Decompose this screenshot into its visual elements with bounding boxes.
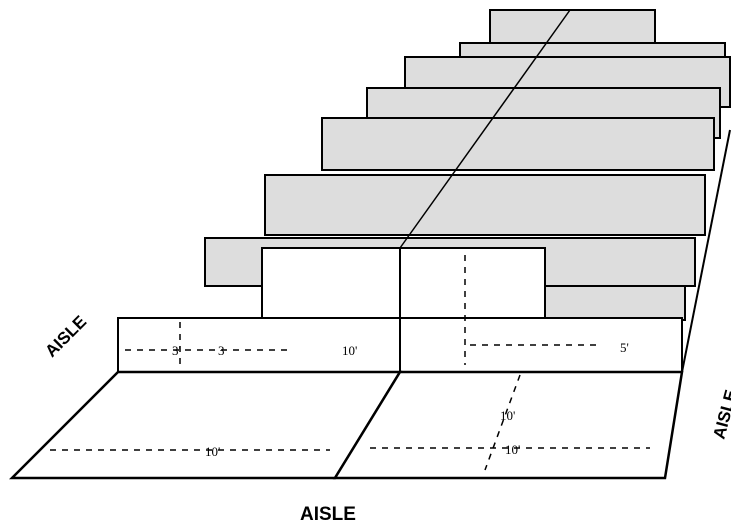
booth-fronts — [117, 247, 683, 373]
floor-plan — [8, 370, 684, 480]
dimension-label: 3 — [218, 343, 225, 358]
dimension-label: 10' — [205, 444, 220, 459]
floor-left — [8, 370, 403, 480]
front-block-right — [399, 247, 546, 321]
tier-riser — [321, 117, 715, 171]
dimension-label: 3' — [172, 343, 181, 358]
front-block-left — [261, 247, 401, 321]
tier-riser — [264, 174, 706, 236]
dimension-lines — [50, 255, 650, 471]
center-diagonal — [399, 9, 571, 249]
dimension-label: 5' — [620, 340, 629, 355]
aisle-label-right: AISLE — [710, 388, 731, 441]
stepped-tiers — [204, 9, 731, 321]
floor-right — [332, 370, 684, 480]
front-panel-left — [117, 317, 401, 373]
dimension-label: 10' — [500, 408, 515, 423]
dimension-label: 10' — [505, 442, 520, 457]
front-panel-right — [399, 317, 683, 373]
aisle-label-left: AISLE — [41, 312, 90, 361]
tier-riser — [544, 285, 686, 321]
dimension-label: 10' — [342, 343, 357, 358]
aisle-label-bottom: AISLE — [300, 504, 356, 525]
right-edge — [681, 129, 731, 373]
